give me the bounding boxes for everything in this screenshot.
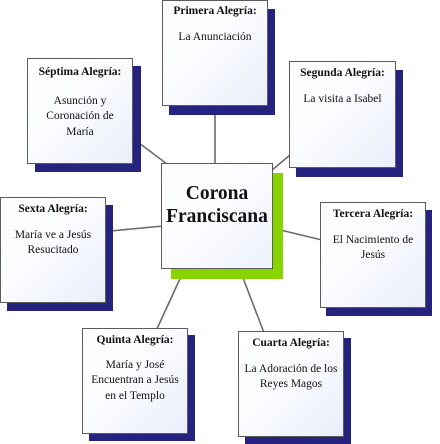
center-title: Corona Franciscana	[166, 183, 268, 227]
node-quinta-body: María y José Encuentran a Jesús en el Te…	[91, 359, 179, 402]
connector-septima	[134, 139, 172, 168]
node-sexta-box: Sexta Alegría: María ve a Jesús Resucita…	[0, 197, 106, 303]
node-segunda-title: Segunda Alegría:	[300, 67, 385, 79]
node-sexta-title: Sexta Alegría:	[18, 203, 88, 215]
node-cuarta-box: Cuarta Alegría: La Adoración de los Reye…	[238, 331, 344, 437]
node-quinta-box: Quinta Alegría: María y José Encuentran …	[82, 328, 188, 434]
node-segunda-box: Segunda Alegría: La visita a Isabel	[289, 61, 396, 168]
node-sexta-body: María ve a Jesús Resucitado	[14, 229, 92, 257]
node-primera-title: Primera Alegría:	[173, 5, 257, 17]
node-cuarta-title: Cuarta Alegría:	[252, 337, 330, 349]
center-node-box: Corona Franciscana	[161, 163, 273, 269]
node-quinta-title: Quinta Alegría:	[96, 334, 174, 346]
node-tercera-title: Tercera Alegría:	[332, 208, 414, 220]
node-tercera-body: El Nacimiento de Jesús	[332, 234, 414, 262]
node-primera-box: Primera Alegría: La Anunciación	[162, 0, 268, 106]
node-cuarta-body: La Adoración de los Reyes Magos	[244, 363, 338, 391]
node-primera-body: La Anunciación	[178, 31, 252, 44]
node-septima-box: Séptima Alegría: Asunción y Coronación d…	[27, 58, 133, 164]
node-segunda-body: La visita a Isabel	[303, 93, 382, 106]
node-tercera-box: Tercera Alegría: El Nacimiento de Jesús	[320, 202, 426, 308]
connector-cuarta	[239, 269, 267, 339]
node-septima-title: Séptima Alegría:	[38, 66, 122, 78]
connector-sexta	[110, 225, 164, 232]
connector-quinta	[155, 269, 185, 332]
node-septima-body: Asunción y Coronación de María	[46, 95, 114, 138]
